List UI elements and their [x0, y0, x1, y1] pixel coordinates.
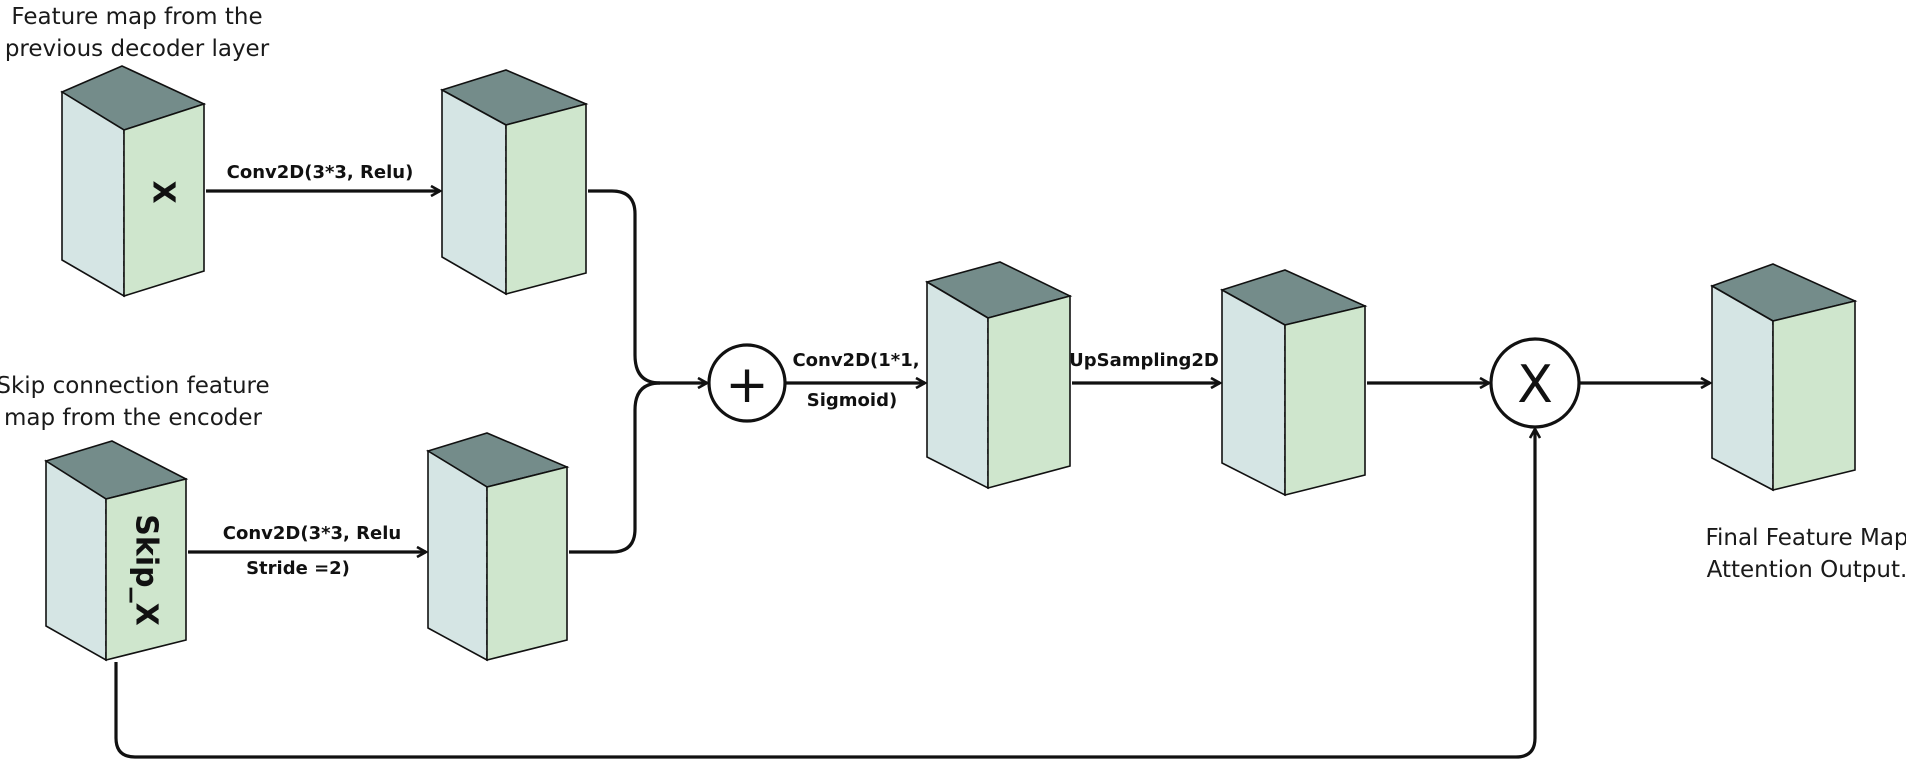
connector-conv-top-to-add: [588, 189, 661, 385]
feature-block-x: X: [60, 65, 207, 298]
block-label-x: X: [146, 180, 181, 203]
caption-final-output-line2: Attention Output.: [1707, 557, 1906, 583]
add-operation-node: +: [707, 343, 787, 423]
add-symbol: +: [725, 355, 769, 415]
multiply-symbol: X: [1517, 355, 1553, 415]
caption-final-output-line1: Final Feature Map: [1705, 525, 1906, 551]
label-conv-bottom-line1: Conv2D(3*3, Relu: [223, 523, 401, 544]
feature-block-final-output: [1710, 263, 1858, 492]
label-conv-bottom-line2: Stride =2): [246, 558, 350, 579]
label-conv-sigmoid-line2: Sigmoid): [807, 390, 897, 411]
caption-previous-decoder-line1: Feature map from the: [11, 4, 262, 30]
block-label-skip-x: Skip_X: [129, 514, 164, 625]
caption-previous-decoder-line2: previous decoder layer: [5, 36, 270, 62]
feature-block-sigmoid: [924, 261, 1073, 490]
label-upsampling: UpSampling2D: [1069, 350, 1219, 371]
feature-block-upsampled: [1219, 269, 1368, 497]
feature-block-conv-top: [439, 69, 589, 296]
label-conv-top: Conv2D(3*3, Relu): [227, 162, 414, 183]
connector-conv-bottom-to-add: [569, 381, 661, 554]
multiply-operation-node: X: [1489, 337, 1581, 429]
caption-skip-connection-line2: map from the encoder: [4, 405, 262, 431]
caption-skip-connection-line1: Skip connection feature: [0, 373, 270, 399]
label-conv-sigmoid-line1: Conv2D(1*1,: [792, 350, 919, 371]
feature-block-conv-bottom: [426, 432, 570, 662]
feature-block-skip-x: Skip_X: [44, 440, 189, 662]
arrow-skip-to-multiply: [114, 429, 1535, 759]
